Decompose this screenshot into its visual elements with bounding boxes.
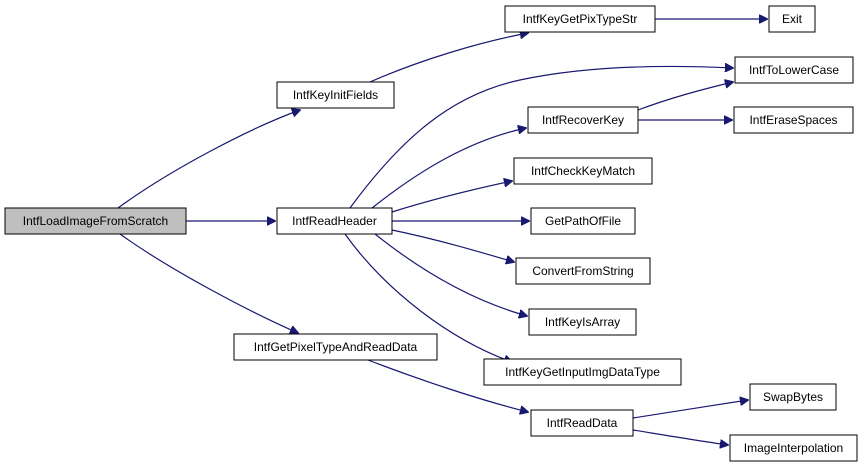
node-label: IntfReadHeader — [292, 214, 377, 228]
node-label: IntfCheckKeyMatch — [531, 164, 635, 178]
node-get-path-of-file[interactable]: GetPathOfFile — [530, 207, 636, 235]
node-box — [768, 5, 816, 33]
edge-read-header-to-check-match — [391, 181, 512, 213]
edge-read-data-to-swap — [632, 400, 748, 419]
node-intf-key-get-input-img-data-type[interactable]: IntfKeyGetInputImgDataType — [483, 358, 682, 386]
edge-load-to-get-pixel — [119, 233, 298, 333]
node-intf-read-header[interactable]: IntfReadHeader — [276, 207, 393, 235]
node-box — [733, 106, 854, 134]
edge-read-header-to-input-img — [344, 233, 512, 362]
node-intf-check-key-match[interactable]: IntfCheckKeyMatch — [513, 157, 653, 185]
node-exit[interactable]: Exit — [768, 5, 816, 33]
node-box — [4, 207, 187, 235]
node-intf-key-init-fields[interactable]: IntfKeyInitFields — [276, 81, 395, 109]
node-intf-load-image-from-scratch[interactable]: IntfLoadImageFromScratch — [4, 207, 187, 235]
node-box — [530, 207, 636, 235]
node-label: IntfReadData — [547, 416, 618, 430]
node-box — [515, 257, 651, 285]
node-box — [749, 383, 837, 411]
node-intf-key-is-array[interactable]: IntfKeyIsArray — [528, 308, 637, 336]
edge-read-header-to-is-array — [374, 233, 527, 316]
edge-read-header-to-to-lower — [349, 66, 733, 209]
edge-load-to-init — [117, 110, 300, 209]
edge-read-data-to-interp — [632, 429, 728, 445]
node-label: ConvertFromString — [532, 264, 633, 278]
node-label: IntfEraseSpaces — [749, 113, 837, 127]
node-label: IntfKeyInitFields — [293, 88, 378, 102]
node-box — [276, 207, 393, 235]
edge-init-to-pix-type-str — [369, 33, 528, 83]
node-label: IntfGetPixelTypeAndReadData — [254, 340, 418, 354]
node-box — [530, 409, 634, 437]
node-label: IntfKeyIsArray — [545, 315, 620, 329]
edges — [117, 19, 767, 445]
node-box — [528, 308, 637, 336]
edge-recover-to-to-lower — [637, 82, 733, 111]
edge-read-header-to-recover — [371, 128, 526, 209]
node-convert-from-string[interactable]: ConvertFromString — [515, 257, 651, 285]
node-box — [513, 157, 653, 185]
node-intf-read-data[interactable]: IntfReadData — [530, 409, 634, 437]
node-intf-to-lower-case[interactable]: IntfToLowerCase — [734, 56, 854, 84]
node-intf-recover-key[interactable]: IntfRecoverKey — [527, 106, 639, 134]
edge-get-pixel-to-read-data — [367, 359, 528, 412]
node-box — [483, 358, 682, 386]
node-box — [276, 81, 395, 109]
node-box — [734, 56, 854, 84]
node-label: IntfKeyGetPixTypeStr — [523, 12, 638, 26]
node-swap-bytes[interactable]: SwapBytes — [749, 383, 837, 411]
node-label: GetPathOfFile — [545, 214, 621, 228]
node-box — [233, 333, 438, 361]
node-label: IntfLoadImageFromScratch — [23, 214, 168, 228]
node-label: IntfKeyGetInputImgDataType — [505, 365, 660, 379]
node-box — [527, 106, 639, 134]
node-label: IntfRecoverKey — [542, 113, 624, 127]
node-label: IntfToLowerCase — [749, 63, 839, 77]
edge-read-header-to-convert — [391, 229, 514, 262]
node-intf-key-get-pix-type-str[interactable]: IntfKeyGetPixTypeStr — [504, 5, 656, 33]
node-label: SwapBytes — [763, 390, 823, 404]
node-label: ImageInterpolation — [744, 441, 843, 455]
node-intf-erase-spaces[interactable]: IntfEraseSpaces — [733, 106, 854, 134]
node-box — [504, 5, 656, 33]
node-label: Exit — [782, 12, 803, 26]
node-intf-get-pixel-type-and-read-data[interactable]: IntfGetPixelTypeAndReadData — [233, 333, 438, 361]
node-image-interpolation[interactable]: ImageInterpolation — [729, 434, 858, 462]
node-box — [729, 434, 858, 462]
